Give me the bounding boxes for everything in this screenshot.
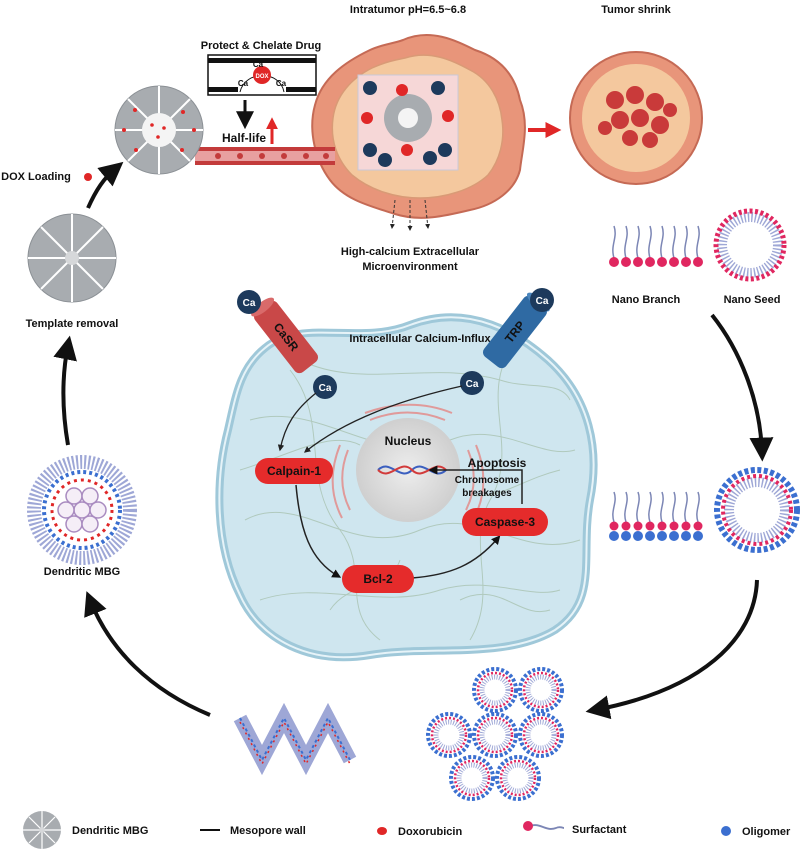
nano-seed-label: Nano Seed: [724, 294, 781, 306]
svg-text:Caspase-3: Caspase-3: [475, 515, 535, 529]
empty-mbg-particle: [27, 213, 117, 303]
calpain-pill: Calpain-1: [255, 458, 333, 484]
micelle-2: [518, 667, 564, 713]
svg-text:Bcl-2: Bcl-2: [363, 572, 393, 586]
svg-text:Ca: Ca: [276, 79, 287, 88]
micelle-6: [449, 755, 495, 801]
high-calcium-label-line2: Microenvironment: [362, 261, 458, 273]
legend-item-oligomer: Oligomer: [721, 826, 791, 838]
svg-text:Oligomer: Oligomer: [742, 826, 791, 838]
tumor-microenvironment: [195, 34, 526, 231]
protect-chelate-inset: DOX Ca Ca Ca: [207, 54, 317, 96]
bcl2-pill: Bcl-2: [342, 565, 414, 593]
high-calcium-label-line1: High-calcium Extracellular: [341, 246, 480, 258]
cancer-cell: Nucleus Intracellular Calcium-Influx CaS…: [215, 288, 598, 662]
lollipop-icon: [523, 821, 565, 831]
nucleus: [356, 418, 460, 522]
svg-text:Ca: Ca: [466, 379, 479, 390]
nano-branch: [609, 225, 703, 267]
micelle-4: [472, 712, 518, 758]
template-removal-label: Template removal: [26, 318, 119, 330]
half-life-label: Half-life: [222, 131, 266, 145]
intratumor-ph-label: Intratumor pH=6.5~6.8: [350, 4, 466, 16]
nano-branch-oligomer: [609, 491, 703, 541]
chromosome-label-line2: breakages: [462, 488, 512, 499]
svg-text:Ca: Ca: [238, 79, 249, 88]
svg-text:Ca: Ca: [536, 296, 549, 307]
tumor-shrink-label: Tumor shrink: [601, 4, 671, 16]
tumor-mbg-particle: [384, 94, 432, 142]
red-dot-icon: [377, 827, 387, 835]
ca-ion-casr-bottom: Ca: [313, 375, 337, 399]
tumor-dox-dots: [361, 84, 454, 156]
legend-item-doxorubicin: Doxorubicin: [377, 826, 462, 838]
svg-text:Ca: Ca: [319, 383, 332, 394]
svg-text:Ca: Ca: [243, 298, 256, 309]
micelle-5: [518, 712, 564, 758]
legend-item-mesopore-wall: Mesopore wall: [200, 825, 306, 837]
svg-text:Ca: Ca: [253, 60, 264, 69]
legend-item-dendritic-mbg: Dendritic MBG: [23, 811, 148, 849]
caspase-pill: Caspase-3: [462, 508, 548, 536]
calcium-release-arrows: [389, 199, 431, 231]
blue-dot-icon: [721, 826, 731, 836]
dendritic-mbg-label: Dendritic MBG: [44, 566, 120, 578]
protect-chelate-label: Protect & Chelate Drug: [201, 40, 321, 52]
dox-loading-dot: [84, 173, 92, 181]
svg-text:DOX: DOX: [255, 74, 268, 80]
nucleus-label: Nucleus: [385, 434, 432, 448]
micelle-3: [426, 712, 472, 758]
micelle-1: [472, 667, 518, 713]
nano-seed-oligomer: [714, 467, 800, 553]
vessel-particles: [215, 153, 329, 159]
micelle-7: [495, 755, 541, 801]
assembled-micelle-cluster: [426, 667, 564, 801]
loaded-mbg-particle: [114, 85, 204, 175]
shrunk-tumor: [569, 51, 703, 185]
ca-ion-casr-top: Ca: [237, 290, 261, 314]
svg-text:Doxorubicin: Doxorubicin: [398, 826, 462, 838]
dendritic-mbg-icon: [23, 811, 61, 849]
ca-ion-trp-bottom: Ca: [460, 371, 484, 395]
svg-text:Dendritic MBG: Dendritic MBG: [72, 825, 148, 837]
legend: Dendritic MBG Mesopore wall Doxorubicin …: [23, 811, 791, 849]
ca-ion-trp-top: Ca: [530, 288, 554, 312]
tumor-ca-ions: [363, 81, 452, 167]
chromosome-label-line1: Chromosome: [455, 475, 520, 486]
legend-item-surfactant: Surfactant: [523, 821, 627, 836]
svg-text:Surfactant: Surfactant: [572, 824, 627, 836]
nano-branch-label: Nano Branch: [612, 294, 681, 306]
intracellular-influx-label: Intracellular Calcium-Influx: [349, 333, 491, 345]
dendritic-mbg-surfactant: [27, 455, 137, 565]
svg-text:Calpain-1: Calpain-1: [267, 464, 321, 478]
dox-loading-label: DOX Loading: [1, 171, 71, 183]
svg-text:Mesopore wall: Mesopore wall: [230, 825, 306, 837]
dox-molecule: [253, 66, 271, 84]
mesopore-wall-zigzag: [233, 702, 357, 776]
apoptosis-label: Apoptosis: [468, 456, 527, 470]
nano-seed: [713, 208, 787, 282]
